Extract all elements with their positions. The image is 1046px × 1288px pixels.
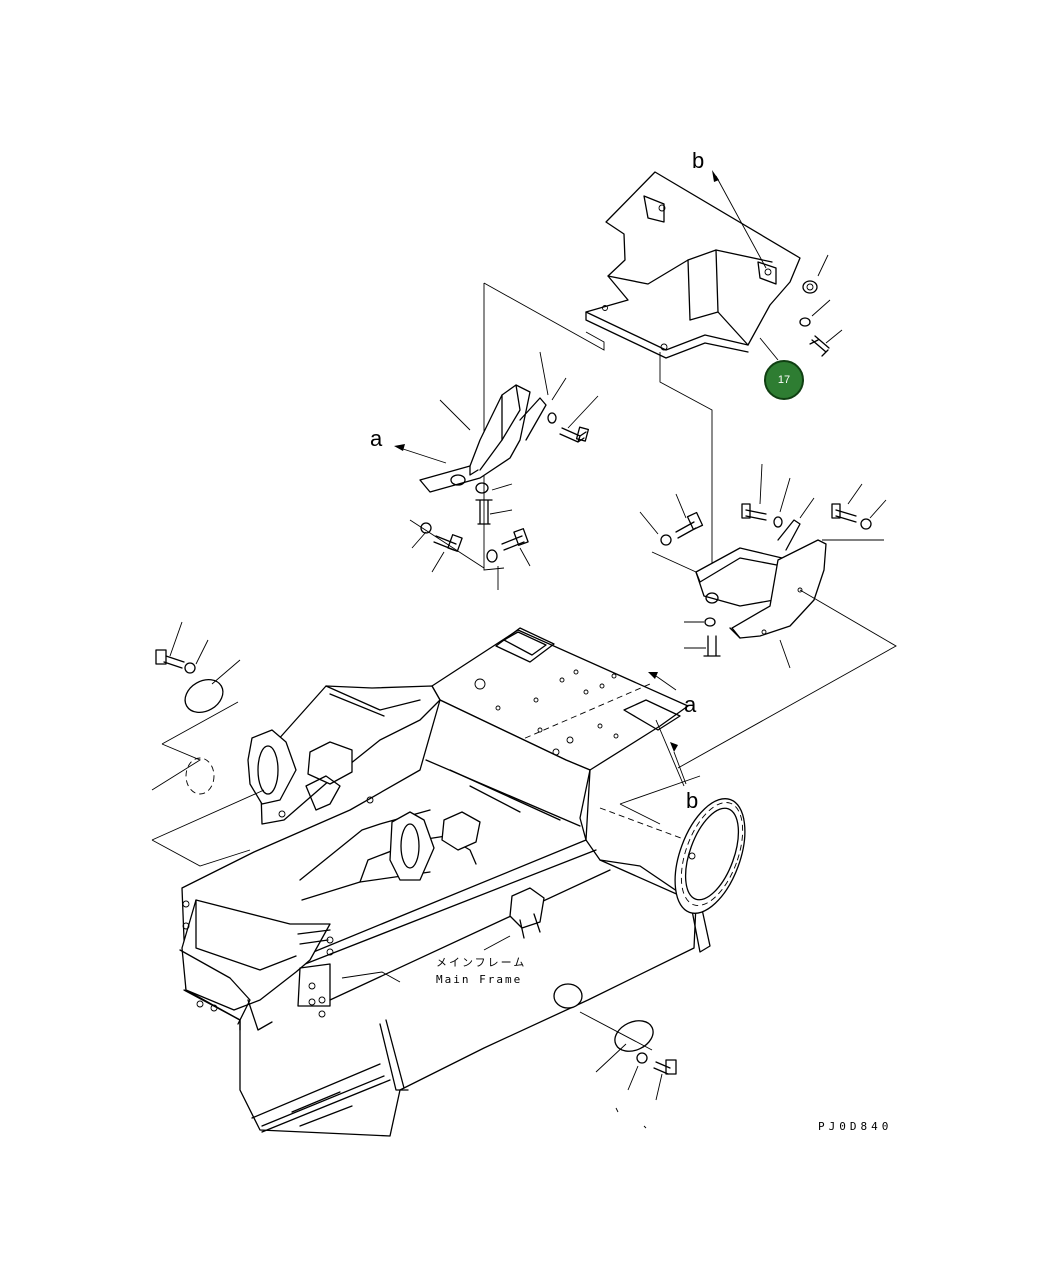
frame-guide-lines [151,701,701,1129]
label-a-top: a [370,426,383,451]
frame-bolts [155,621,677,1101]
left-bracket-part [419,351,549,493]
right-bracket-bolts [639,463,887,669]
label-b-frame: b [686,788,699,813]
drawing-code: PJ0D840 [818,1120,893,1133]
arrow-a-top [394,444,447,464]
label-b-top: b [692,148,705,173]
right-bracket-part [695,519,827,639]
left-bracket-bolts [411,377,599,590]
main-frame-body [179,627,741,1137]
top-cover-part [585,171,801,359]
cover-washer-icons [799,254,843,357]
main-frame-label-japanese: メインフレーム [436,956,527,969]
frame-lugs [247,729,545,1007]
part-17-callout-button[interactable]: 17 [764,360,804,400]
arrow-b-top [712,170,767,269]
main-frame-label-english: Main Frame [436,973,523,986]
arrow-b-frame [670,742,687,785]
access-cover-plates [184,678,654,1052]
arrow-a-frame [648,672,685,787]
swing-circle-ring [674,798,746,914]
frame-holes [182,669,619,1018]
label-a-frame: a [684,692,697,717]
